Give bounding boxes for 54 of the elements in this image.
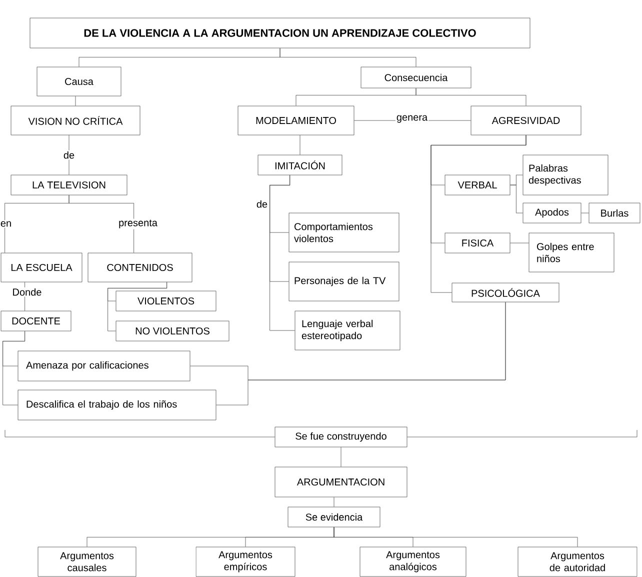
concept-box: Personajes de la TV bbox=[288, 262, 400, 302]
concept-box: VIOLENTOS bbox=[116, 290, 216, 312]
concept-box: NO VIOLENTOS bbox=[116, 320, 230, 342]
concept-box: VISION NO CRÍTICA bbox=[10, 106, 140, 136]
edge-label: Donde bbox=[11, 287, 43, 297]
connector-line bbox=[581, 212, 589, 214]
concept-box: Argumentos empíricos bbox=[196, 546, 296, 577]
connector-line bbox=[270, 175, 295, 331]
connector-line bbox=[334, 527, 578, 547]
connector-line bbox=[75, 96, 76, 106]
concept-box: Se fue construyendo bbox=[274, 426, 408, 448]
title-box: DE LA VIOLENCIA A LA ARGUMENTACION UN APRENDIZAJE COLECTIVO bbox=[30, 18, 530, 48]
edge-label: presenta bbox=[118, 218, 158, 230]
connector-line bbox=[430, 135, 526, 293]
edge-label: de bbox=[255, 199, 269, 209]
connector-line bbox=[510, 242, 529, 244]
concept-box: Argumentos causales bbox=[38, 546, 136, 577]
concept-box: AGRESIVIDAD bbox=[470, 106, 582, 136]
connector-line bbox=[216, 302, 506, 406]
concept-box: Amenaza por calificaciones bbox=[18, 350, 190, 382]
connector-line bbox=[2, 331, 25, 406]
concept-box: ARGUMENTACION bbox=[274, 466, 408, 498]
concept-box: Se evidencia bbox=[288, 506, 380, 528]
concept-box: Comportamientos violentos bbox=[288, 212, 400, 252]
concept-box: CONTENIDOS bbox=[88, 252, 192, 282]
concept-box: VERBAL bbox=[444, 174, 510, 196]
edge-label: en bbox=[0, 220, 13, 228]
edge-label: genera bbox=[395, 114, 429, 124]
edge-label: de bbox=[62, 150, 76, 160]
connector-line bbox=[340, 447, 342, 467]
concept-box: PSICOLÓGICA bbox=[452, 282, 560, 302]
concept-box: LA ESCUELA bbox=[0, 252, 82, 282]
concept-box: Burlas bbox=[588, 202, 640, 224]
concept-box: Consecuencia bbox=[360, 66, 472, 88]
connector-line bbox=[280, 48, 416, 67]
concept-box: Argumentos de autoridad bbox=[518, 546, 638, 577]
concept-box: Golpes entre niños bbox=[528, 232, 614, 272]
concept-box: FISICA bbox=[444, 232, 510, 254]
concept-box: DOCENTE bbox=[0, 310, 72, 332]
concept-box: Causa bbox=[36, 66, 122, 96]
connector-line bbox=[416, 88, 526, 106]
concept-box: LA TELEVISION bbox=[10, 174, 128, 196]
concept-box: Apodos bbox=[522, 202, 582, 224]
connector-line bbox=[510, 184, 523, 214]
concept-box: Argumentos analógicos bbox=[360, 546, 466, 577]
connector-line bbox=[108, 282, 167, 332]
concept-box: Descalifica el trabajo de los niños bbox=[18, 390, 216, 420]
concept-box: IMITACIÓN bbox=[258, 154, 342, 176]
concept-box: MODELAMIENTO bbox=[238, 106, 354, 136]
concept-box: Palabras despectivas bbox=[522, 154, 608, 196]
concept-box: Lenguaje verbal estereotipado bbox=[294, 310, 400, 350]
connector-line bbox=[68, 195, 134, 253]
connector-line bbox=[354, 120, 471, 121]
connector-line bbox=[68, 135, 70, 175]
